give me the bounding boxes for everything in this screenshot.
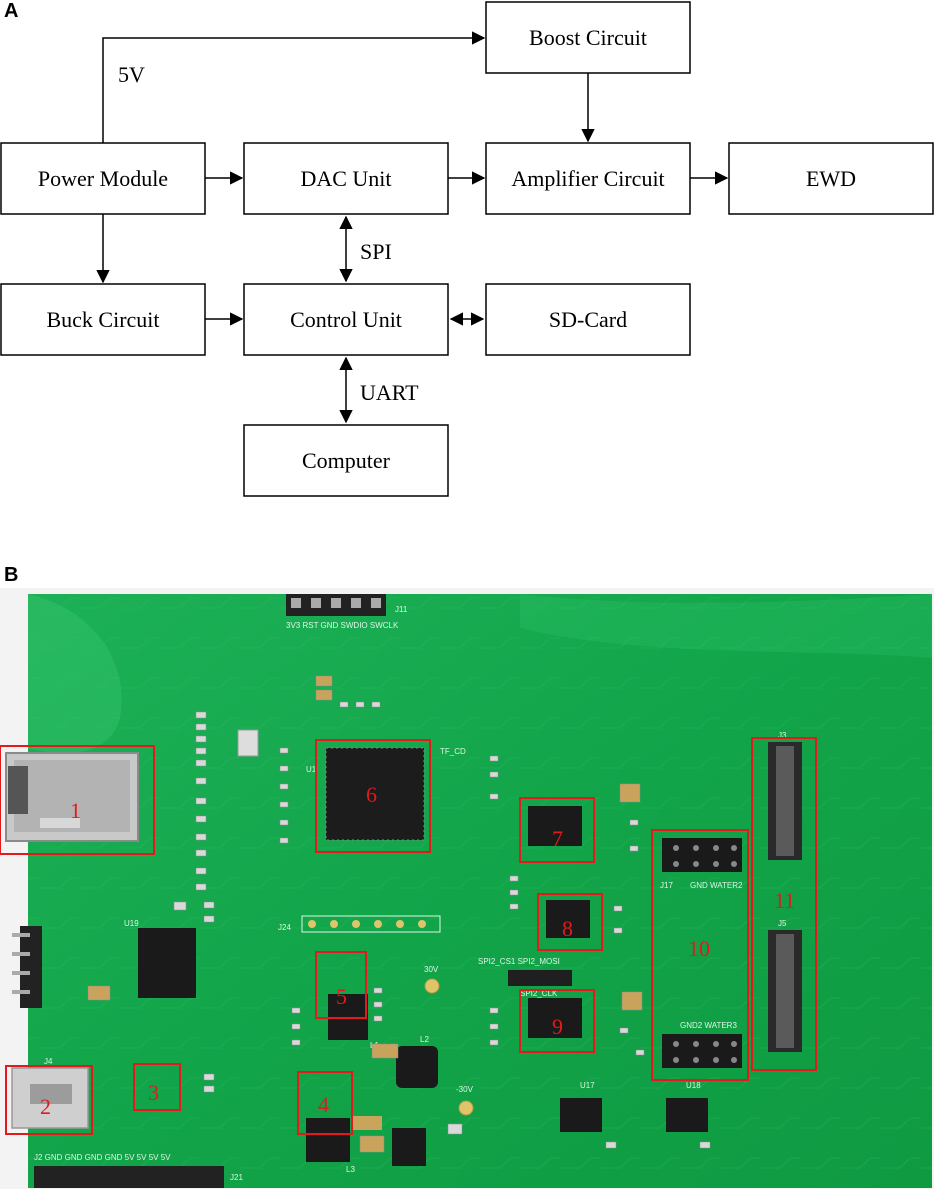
micro-usb-port: J4 bbox=[11, 1057, 89, 1129]
box-computer-label: Computer bbox=[302, 448, 391, 473]
callout-10-label: 10 bbox=[688, 936, 710, 961]
callout-7-label: 7 bbox=[552, 826, 563, 851]
pin-header-water3: GND2 WATER3 bbox=[662, 1021, 742, 1068]
silk-u19: U19 bbox=[124, 919, 139, 928]
box-control-label: Control Unit bbox=[290, 307, 402, 332]
label-5v: 5V bbox=[118, 62, 145, 87]
callout-10: 10 bbox=[651, 829, 749, 1081]
silk-tf-cd: TF_CD bbox=[440, 747, 466, 756]
box-buck-circuit: Buck Circuit bbox=[0, 283, 206, 356]
callout-4-label: 4 bbox=[318, 1092, 329, 1117]
label-uart: UART bbox=[360, 380, 419, 405]
box-boost-circuit: Boost Circuit bbox=[485, 1, 691, 74]
silk-j24: J24 bbox=[278, 923, 291, 932]
callout-11: 11 bbox=[751, 737, 817, 1071]
callout-11-label: 11 bbox=[774, 888, 795, 913]
callout-3: 3 bbox=[133, 1063, 181, 1111]
callout-1: 1 bbox=[0, 745, 155, 855]
ic-callout-8-chip bbox=[546, 900, 590, 938]
box-power-module: Power Module bbox=[0, 142, 206, 215]
callout-3-label: 3 bbox=[148, 1080, 159, 1105]
sd-card-slot bbox=[5, 752, 139, 842]
connector-j5: J5 bbox=[768, 919, 802, 1052]
tantalum-cap bbox=[352, 1116, 382, 1130]
silk-l2: L2 bbox=[420, 1035, 429, 1044]
box-ewd-label: EWD bbox=[806, 166, 856, 191]
regulator-d12 bbox=[392, 1128, 426, 1166]
callout-8: 8 bbox=[537, 893, 603, 951]
silk-30v: 30V bbox=[424, 965, 439, 974]
ic-u19: U19 bbox=[124, 919, 196, 998]
inductor-l2 bbox=[396, 1046, 438, 1088]
silk-j11: J11 bbox=[395, 605, 408, 614]
spi2-jumper: SPI2_CS1 SPI2_MOSI SPI2_CLK bbox=[478, 957, 572, 998]
pcb-photo: J11 3V3 RST GND SWDIO SWCLK J4 J2 GND GN… bbox=[0, 588, 934, 1189]
callout-5-label: 5 bbox=[336, 984, 347, 1009]
ic-callout-9-chip bbox=[528, 998, 582, 1038]
callout-9: 9 bbox=[519, 989, 595, 1053]
silk-j21: J21 bbox=[230, 1173, 243, 1182]
silk-u18: U18 bbox=[686, 1081, 701, 1090]
arrow-power-to-boost bbox=[102, 31, 486, 143]
silk-l3: L3 bbox=[346, 1165, 355, 1174]
label-spi: SPI bbox=[360, 239, 392, 264]
block-diagram: Boost Circuit Power Module DAC Unit Ampl… bbox=[0, 1, 934, 497]
box-sd-label: SD-Card bbox=[549, 307, 627, 332]
silk-u17: U17 bbox=[580, 1081, 595, 1090]
callout-6: 6 bbox=[315, 739, 431, 853]
testpoint-neg30v bbox=[458, 1100, 474, 1116]
callout-4: 4 bbox=[297, 1071, 353, 1135]
silk-bottom-header: J2 GND GND GND GND 5V 5V 5V 5V bbox=[34, 1153, 171, 1162]
callout-6-label: 6 bbox=[366, 782, 377, 807]
callout-7: 7 bbox=[519, 797, 595, 863]
pin-header-water2: J17 GND WATER2 bbox=[660, 838, 743, 890]
box-control-unit: Control Unit bbox=[243, 283, 449, 356]
connector-j3: J3 bbox=[768, 731, 802, 860]
silk-spi2: SPI2_CS1 SPI2_MOSI bbox=[478, 957, 560, 966]
pin-header-j21: J2 GND GND GND GND 5V 5V 5V 5V J21 bbox=[34, 1153, 243, 1188]
silk-j5: J5 bbox=[778, 919, 787, 928]
crystal bbox=[237, 729, 259, 757]
ic-u17 bbox=[560, 1098, 602, 1132]
testpoint-30v bbox=[424, 978, 440, 994]
box-computer: Computer bbox=[243, 424, 449, 497]
silk-neg30v: -30V bbox=[456, 1085, 474, 1094]
pin-header-j1 bbox=[12, 926, 42, 1008]
ic-callout-7-chip bbox=[528, 806, 582, 846]
panel-label-b: B bbox=[4, 564, 19, 586]
header-j24: J24 bbox=[278, 915, 441, 933]
box-amplifier-circuit: Amplifier Circuit bbox=[485, 142, 691, 215]
box-buck-label: Buck Circuit bbox=[46, 307, 159, 332]
box-power-label: Power Module bbox=[38, 166, 168, 191]
inductor-l3 bbox=[306, 1118, 350, 1162]
silk-gnd2-water3: GND2 WATER3 bbox=[680, 1021, 737, 1030]
callout-2: 2 bbox=[5, 1065, 93, 1135]
callout-2-label: 2 bbox=[40, 1094, 51, 1119]
callout-9-label: 9 bbox=[552, 1014, 563, 1039]
silk-spi2-clk: SPI2_CLK bbox=[520, 989, 558, 998]
callout-1-label: 1 bbox=[70, 798, 81, 823]
silk-gnd-water2: GND WATER2 bbox=[690, 881, 743, 890]
silk-top-header: 3V3 RST GND SWDIO SWCLK bbox=[286, 621, 399, 630]
box-ewd: EWD bbox=[728, 142, 934, 215]
box-dac-unit: DAC Unit bbox=[243, 142, 449, 215]
silk-j4: J4 bbox=[44, 1057, 53, 1066]
pin-header-j11: J11 3V3 RST GND SWDIO SWCLK bbox=[286, 594, 408, 630]
panel-label-a: A bbox=[4, 0, 19, 22]
silk-j17: J17 bbox=[660, 881, 673, 890]
silk-j3: J3 bbox=[778, 731, 787, 740]
callout-8-label: 8 bbox=[562, 916, 573, 941]
box-dac-label: DAC Unit bbox=[300, 166, 391, 191]
passive-components bbox=[87, 675, 711, 1153]
callout-5: 5 bbox=[315, 951, 367, 1019]
box-amplifier-label: Amplifier Circuit bbox=[511, 166, 664, 191]
ic-u18 bbox=[666, 1098, 708, 1132]
mcu-u1: U1 TF_CD bbox=[306, 747, 466, 841]
box-boost-label: Boost Circuit bbox=[529, 25, 647, 50]
box-sd-card: SD-Card bbox=[485, 283, 691, 356]
silk-u1: U1 bbox=[306, 765, 317, 774]
